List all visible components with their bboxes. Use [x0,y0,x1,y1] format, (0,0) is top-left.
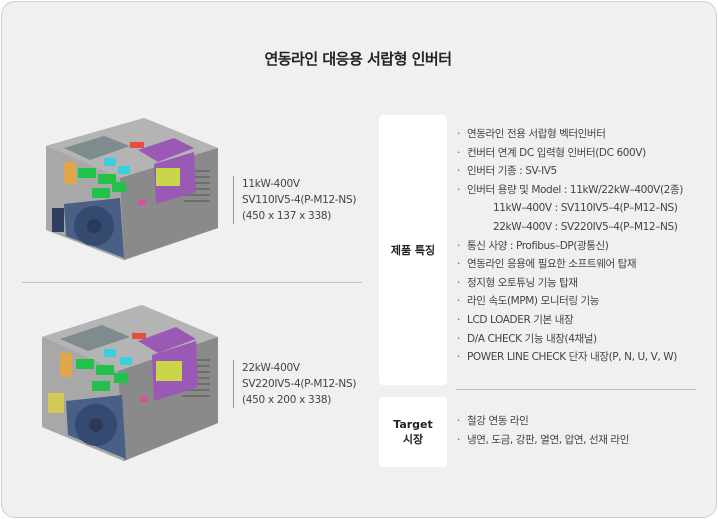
list-item: ·냉연, 도금, 강판, 열연, 압연, 선재 라인 [457,433,629,446]
product-part-number: SV110IV5-4(P-M12-NS) [242,194,357,206]
target-label-line2: 시장 [402,433,424,446]
product-model: 11kW-400V [242,178,300,190]
product-image-11kw [34,108,220,268]
features-list: ·연동라인 전용 서랍형 벡터인버터 ·컨버터 연계 DC 입력형 인버터(DC… [457,125,683,367]
list-item: ·라인 속도(MPM) 모니터링 기능 [457,295,600,308]
page-title: 연동라인 대응용 서랍형 인버터 [264,50,452,68]
list-item: ·철강 연동 라인 [457,415,529,427]
product-spec-11kw: 11kW-400V SV110IV5-4(P-M12-NS) (450 x 13… [233,176,356,224]
list-item: 11kW–400V : SV110IV5–4(P–M12–NS) [493,202,678,215]
divider [456,389,696,390]
list-item: ·LCD LOADER 기본 내장 [457,313,574,326]
divider [22,282,362,283]
product-model: 22kW-400V [242,362,300,374]
target-list: ·철강 연동 라인 ·냉연, 도금, 강판, 열연, 압연, 선재 라인 [457,412,629,449]
list-item: ·컨버터 연계 DC 입력형 인버터(DC 600V) [457,146,646,159]
list-item: ·D/A CHECK 기능 내장(4채널) [457,332,597,345]
list-item: ·연동라인 응용에 필요한 소프트웨어 탑재 [457,258,637,271]
product-spec-22kw: 22kW-400V SV220IV5-4(P-M12-NS) (450 x 20… [233,360,356,408]
list-item: ·연동라인 전용 서랍형 벡터인버터 [457,128,606,140]
list-item: ·정지형 오토튜닝 기능 탑재 [457,276,578,289]
list-item: ·POWER LINE CHECK 단자 내장(P, N, U, V, W) [457,351,677,364]
product-dimensions: (450 x 200 x 338) [242,394,331,406]
features-label-text: 제품 특징 [390,243,436,257]
target-label-line1: Target [393,418,433,431]
product-image-22kw [34,297,220,467]
list-item: ·통신 사양 : Profibus–DP(광통신) [457,239,609,252]
product-part-number: SV220IV5-4(P-M12-NS) [242,378,357,390]
product-dimensions: (450 x 137 x 338) [242,210,331,222]
features-label: 제품 특징 [379,115,447,385]
list-item: ·인버터 용량 및 Model : 11kW/22kW–400V(2종) [457,183,683,196]
target-label: Target 시장 [379,397,447,467]
list-item: 22kW–400V : SV220IV5–4(P–M12–NS) [493,220,678,233]
list-item: ·인버터 기종 : SV-IV5 [457,165,557,178]
